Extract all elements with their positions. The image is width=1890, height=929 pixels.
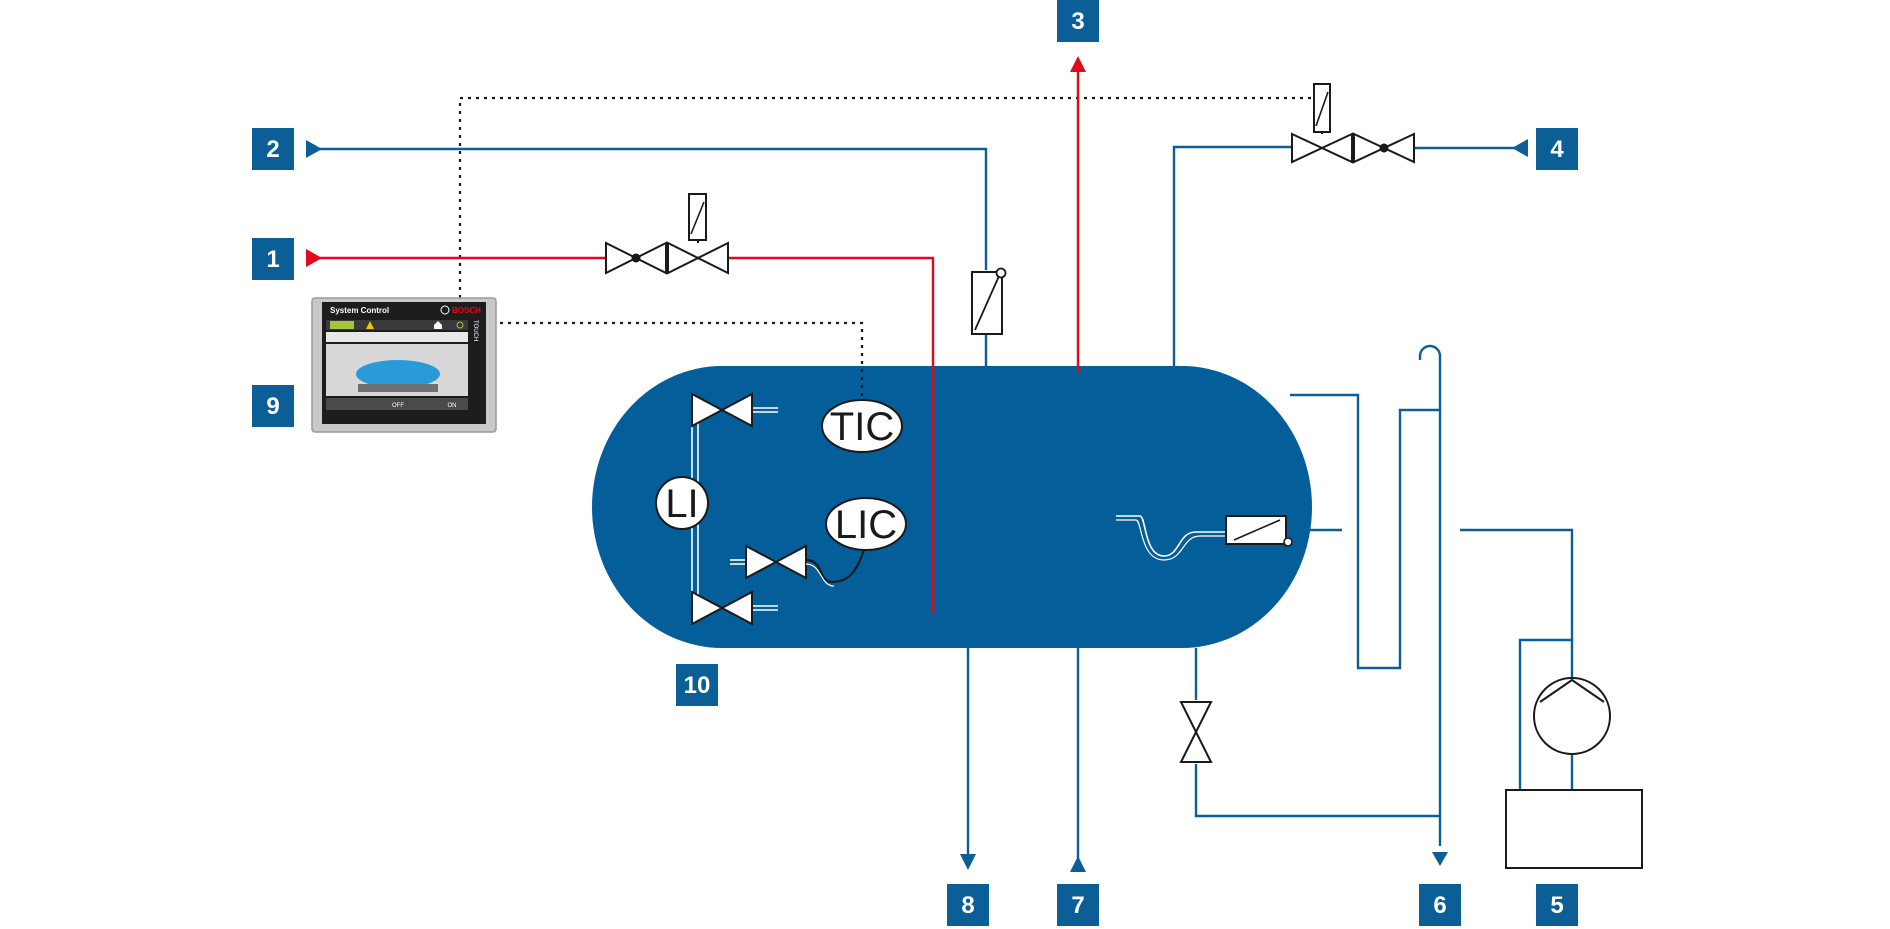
lic-label: LIC	[835, 503, 897, 547]
label-2-text: 2	[266, 136, 279, 163]
lic-valve	[745, 544, 807, 580]
label-10: 10	[676, 664, 718, 706]
control-panel: System Control BOSCH TOUCH OFF ON	[311, 297, 497, 433]
panel-tank-image	[356, 360, 440, 388]
signal-line-valve-4	[458, 96, 1322, 298]
feed-pump	[1533, 677, 1611, 755]
li-instrument: LI	[655, 476, 709, 530]
panel-title: System Control	[330, 306, 389, 315]
bosch-logo-icon	[440, 305, 450, 315]
label-5-text: 5	[1550, 892, 1563, 919]
label-4-text: 4	[1550, 136, 1564, 163]
panel-power-icon	[456, 321, 464, 329]
inlet-control-valve	[1291, 83, 1415, 164]
li-top-valve	[691, 392, 753, 428]
pipe-overflow-loop	[1290, 393, 1442, 846]
pipe-overflow-hook	[1418, 344, 1442, 410]
label-8: 8	[947, 884, 989, 926]
lic-instrument: LIC	[825, 497, 907, 551]
drain-valve	[1179, 701, 1213, 763]
label-7-text: 7	[1071, 892, 1084, 919]
panel-brand: BOSCH	[452, 306, 481, 315]
pipe-4-inlet	[1172, 145, 1516, 366]
label-1-text: 1	[266, 246, 279, 273]
arrow-6-icon	[1432, 852, 1448, 866]
arrow-8-icon	[960, 854, 976, 870]
level-probe-inner	[1116, 515, 1228, 557]
label-8-text: 8	[961, 892, 974, 919]
arrow-7-icon	[1070, 856, 1086, 872]
tic-instrument: TIC	[821, 399, 903, 453]
level-probe-inner-2	[1116, 519, 1228, 561]
panel-btn-on: ON	[448, 403, 457, 409]
label-5: 5	[1536, 884, 1578, 926]
label-3: 3	[1057, 0, 1099, 42]
tank-vessel	[592, 366, 1312, 648]
label-4: 4	[1536, 128, 1578, 170]
steam-control-valve	[605, 193, 729, 275]
label-6: 6	[1419, 884, 1461, 926]
label-9: 9	[252, 385, 294, 427]
li-bottom-valve	[691, 590, 753, 626]
level-switch	[1225, 515, 1293, 547]
feed-water-tank	[1505, 789, 1643, 869]
tic-label: TIC	[830, 405, 894, 449]
label-2: 2	[252, 128, 294, 170]
label-9-text: 9	[266, 393, 279, 420]
pipe-drain-valve	[1194, 648, 1440, 818]
panel-warning-icon	[366, 321, 374, 329]
lic-capillary-inner	[805, 563, 835, 587]
pipe-2-inlet	[318, 147, 988, 366]
signal-line-tic	[492, 321, 864, 402]
panel-side: TOUCH	[472, 320, 478, 341]
panel-btn-off: OFF	[392, 403, 404, 409]
arrow-1-icon	[306, 249, 322, 267]
label-1: 1	[252, 238, 294, 280]
label-7: 7	[1057, 884, 1099, 926]
li-label: LI	[665, 482, 698, 526]
label-10-text: 10	[684, 672, 711, 699]
label-6-text: 6	[1433, 892, 1446, 919]
lic-capillary	[805, 549, 866, 584]
relief-device	[971, 267, 1007, 335]
label-3-text: 3	[1071, 8, 1084, 35]
panel-home-icon	[330, 321, 354, 329]
panel-house-icon	[434, 321, 442, 329]
arrow-3-icon	[1070, 56, 1086, 72]
arrow-2-icon	[306, 140, 322, 158]
arrow-4-icon	[1512, 139, 1528, 157]
